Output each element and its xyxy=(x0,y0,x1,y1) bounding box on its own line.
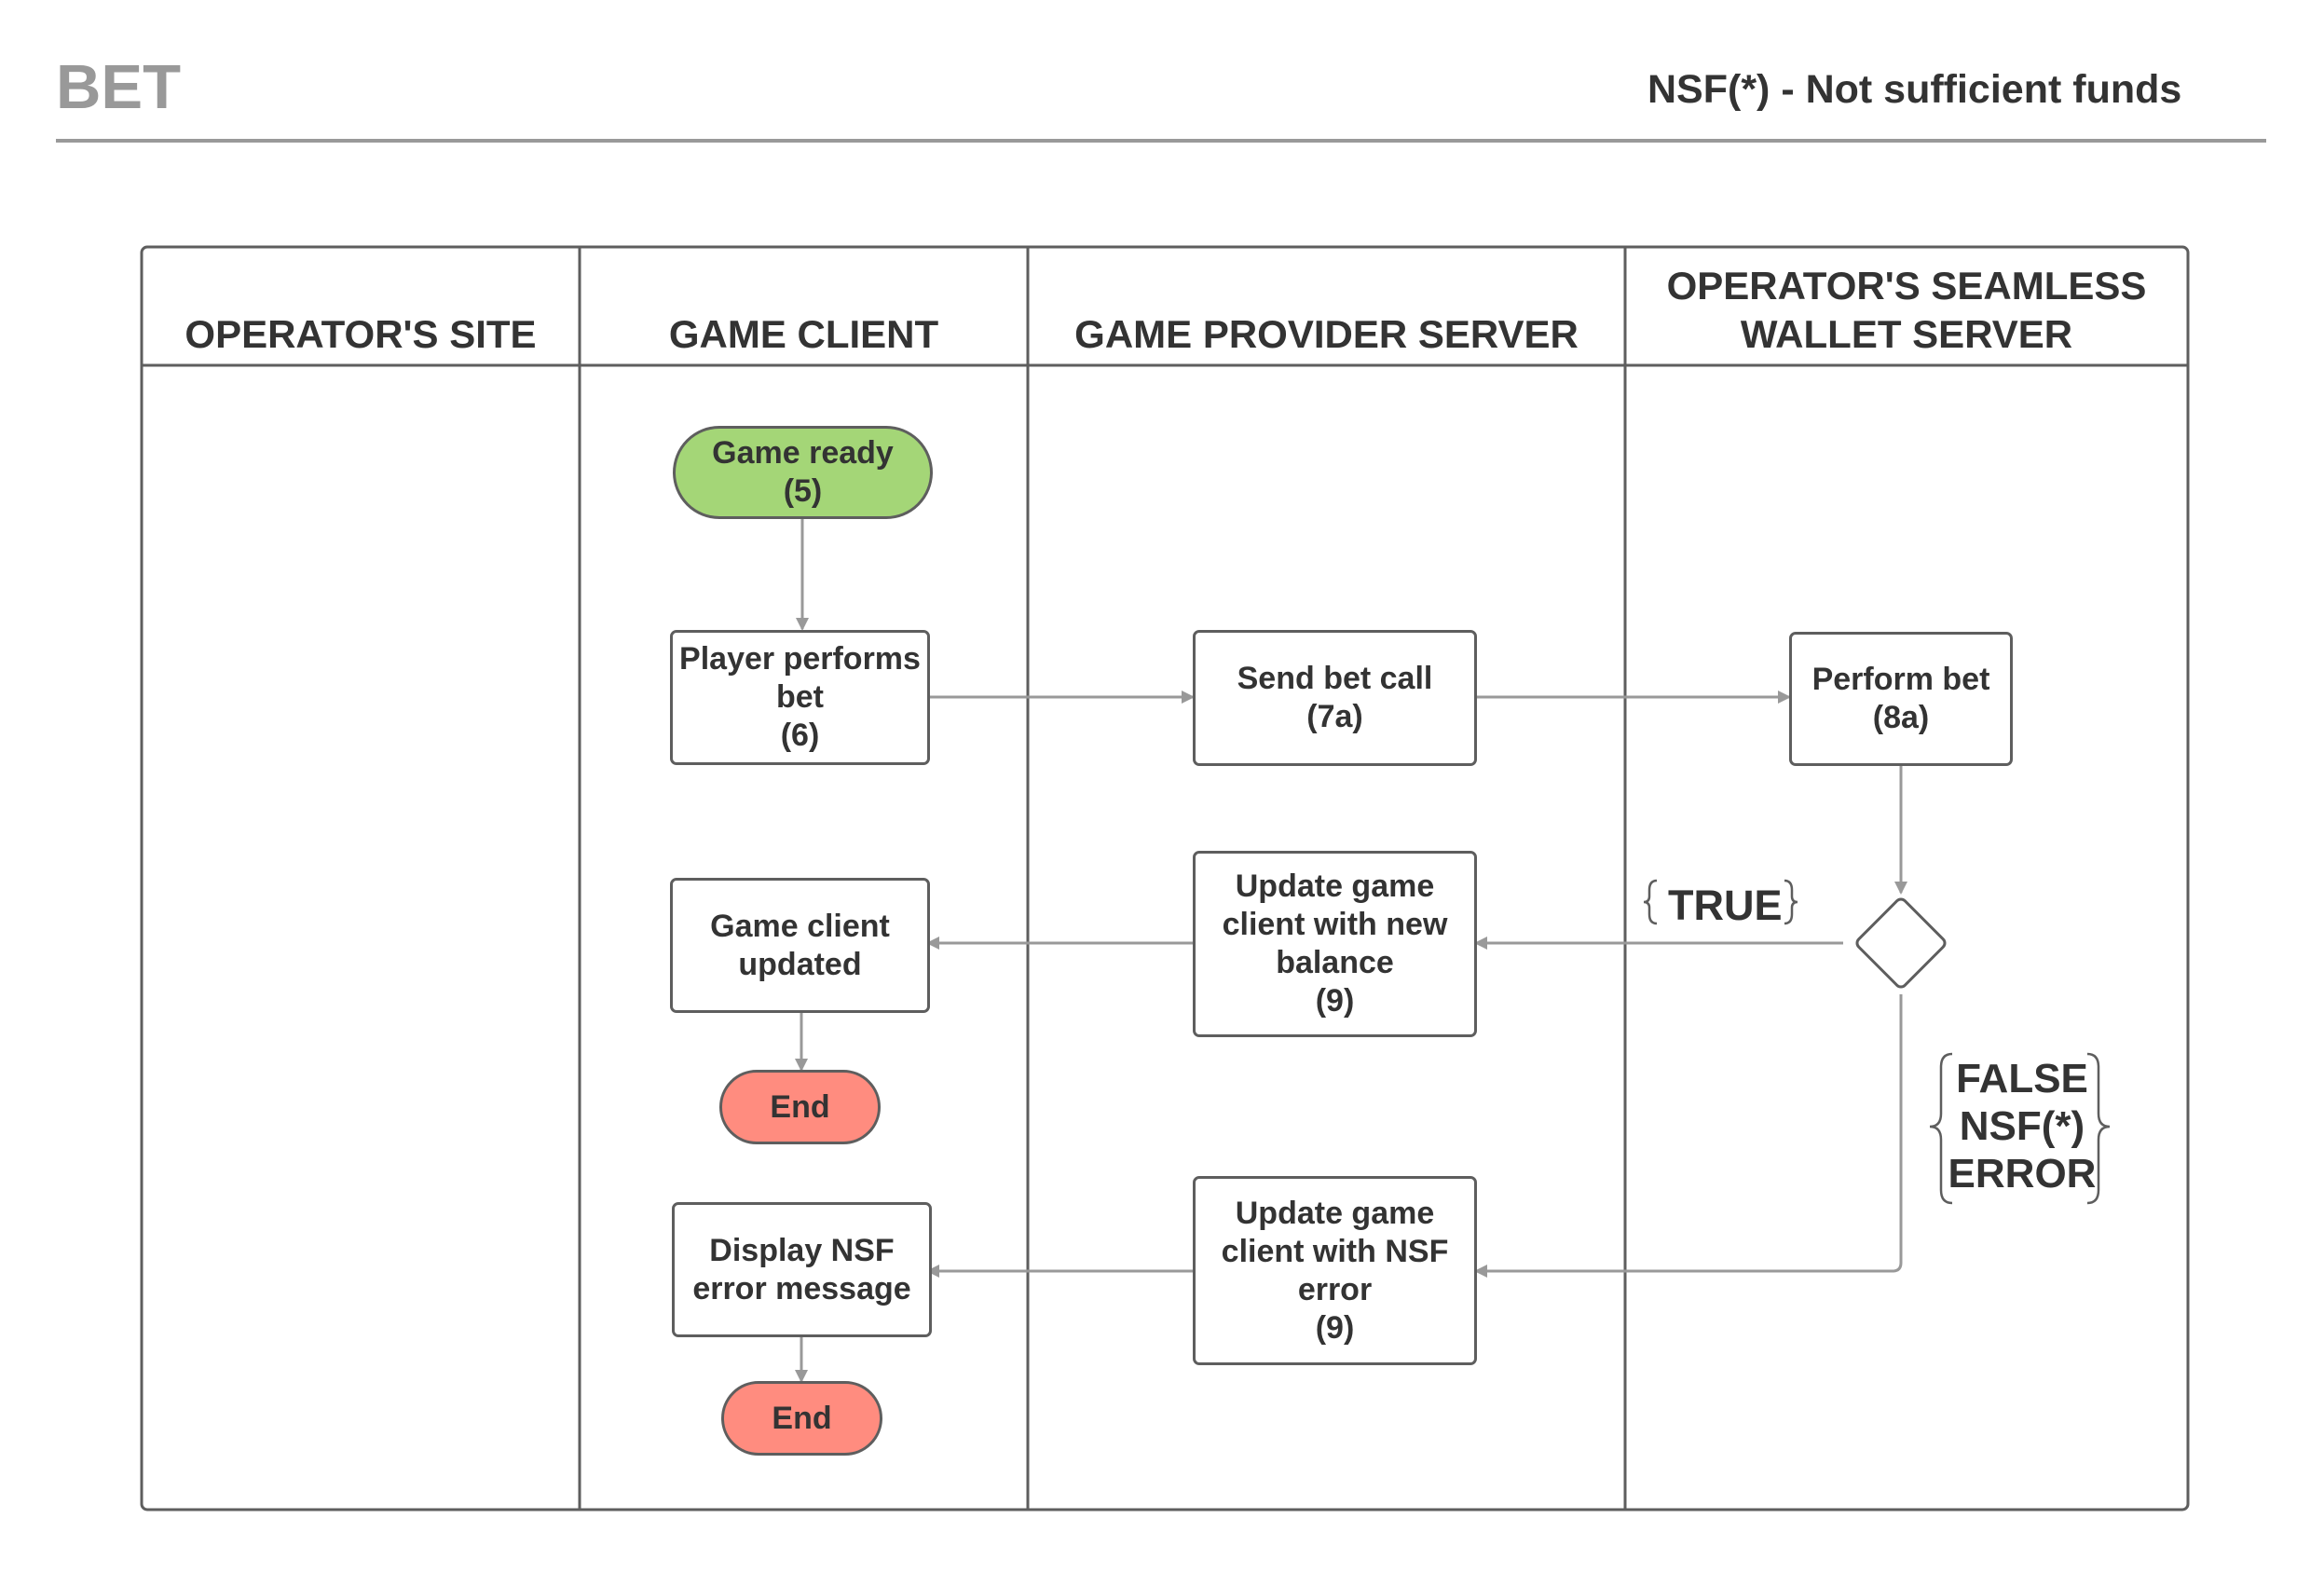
decision-true-label: TRUE xyxy=(1668,882,1783,929)
process-update-nsf-error[interactable]: Update game client with NSF error (9) xyxy=(1193,1176,1477,1365)
lane-header-wallet-server: OPERATOR'S SEAMLESS WALLET SERVER xyxy=(1666,264,2147,356)
end-terminator-1[interactable]: End xyxy=(719,1070,881,1144)
lane-header-game-provider-server: GAME PROVIDER SERVER xyxy=(1074,312,1579,356)
process-game-client-updated[interactable]: Game client updated xyxy=(670,878,930,1013)
process-display-nsf-error[interactable]: Display NSF error message xyxy=(672,1202,932,1337)
pool-border xyxy=(140,245,2190,1511)
page-title: BET xyxy=(56,52,181,122)
true-brace-left xyxy=(1643,879,1658,925)
false-brace-right xyxy=(2086,1052,2111,1205)
title-divider xyxy=(56,139,2266,143)
connector-false-to-update-nsf xyxy=(1474,994,1903,1278)
decision-diamond xyxy=(1855,897,1947,989)
end-terminator-2[interactable]: End xyxy=(721,1381,882,1456)
process-update-new-balance[interactable]: Update game client with new balance (9) xyxy=(1193,851,1477,1037)
page-subtitle: NSF(*) - Not sufficient funds xyxy=(1647,67,2182,112)
false-brace-left xyxy=(1929,1052,1953,1205)
process-player-performs-bet[interactable]: Player performs bet (6) xyxy=(670,630,930,765)
process-send-bet-call[interactable]: Send bet call (7a) xyxy=(1193,630,1477,766)
lane-header-operator-site: OPERATOR'S SITE xyxy=(185,312,537,356)
start-game-ready[interactable]: Game ready (5) xyxy=(673,426,933,519)
true-brace-right xyxy=(1784,879,1798,925)
lane-header-game-client: GAME CLIENT xyxy=(668,312,939,356)
decision-false-label: FALSE NSF(*) ERROR xyxy=(1948,1056,2097,1197)
process-perform-bet[interactable]: Perform bet (8a) xyxy=(1789,632,2013,766)
